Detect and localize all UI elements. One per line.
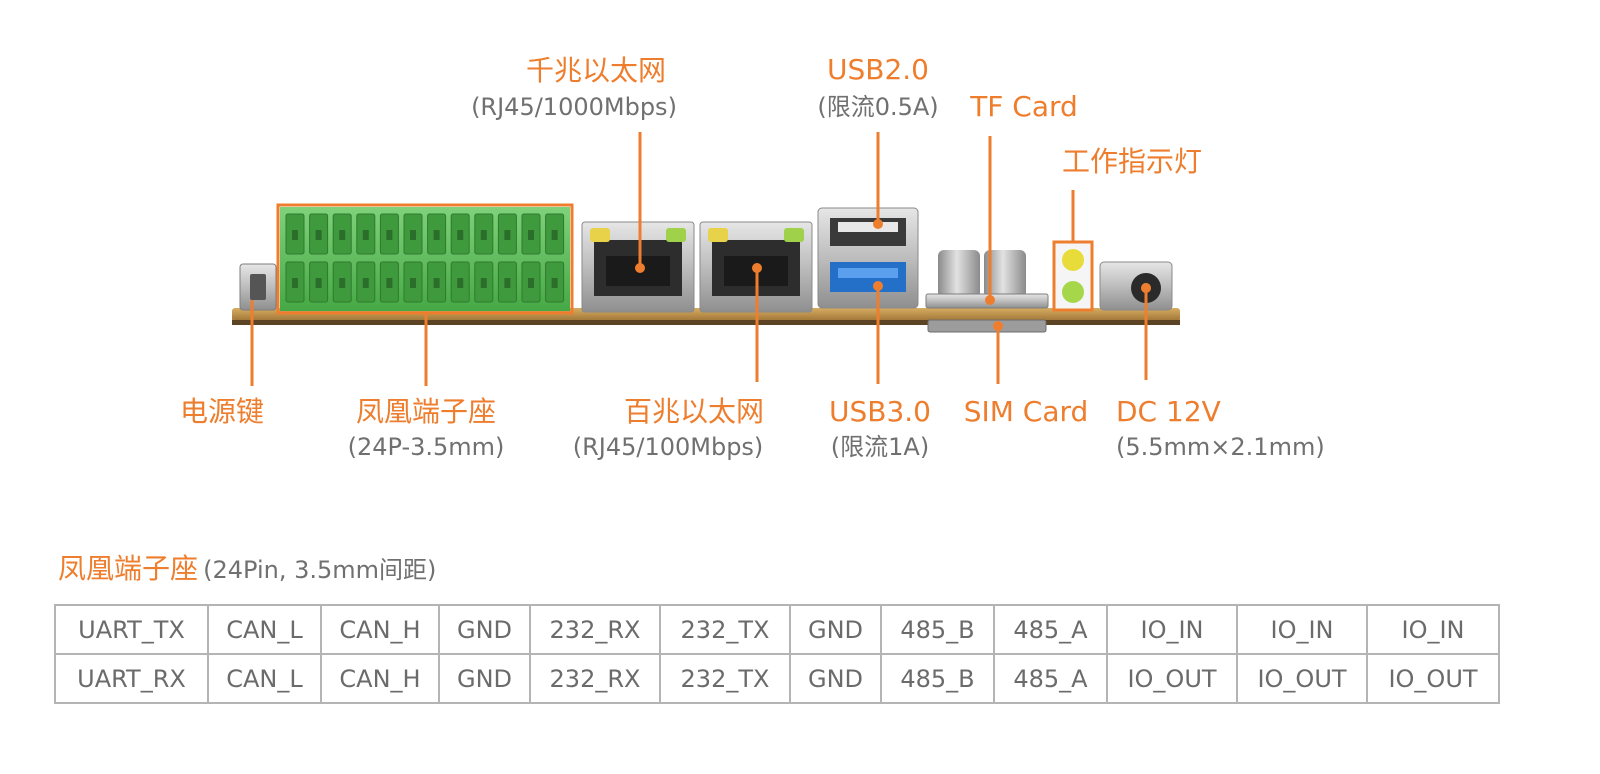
status-led-component xyxy=(1052,240,1094,312)
phoenix-terminal-spec: (24P-3.5mm) xyxy=(347,433,505,461)
pinout-cell: CAN_H xyxy=(320,604,440,655)
phoenix-terminal-component xyxy=(276,203,574,315)
terminal-pin-hole xyxy=(386,278,393,288)
terminal-pin-hole xyxy=(457,230,464,240)
pinout-cell: GND xyxy=(789,604,882,655)
pinout-cell: CAN_L xyxy=(207,653,322,704)
terminal-pin-hole xyxy=(410,278,416,288)
leader-dots xyxy=(635,219,1151,331)
terminal-pin-hole xyxy=(504,230,511,240)
usb3-spec: (限流1A) xyxy=(830,433,930,461)
usb2-title: USB2.0 xyxy=(826,53,930,86)
pinout-cell: 485_B xyxy=(880,604,995,655)
pinout-cell: IO_IN xyxy=(1366,604,1500,655)
terminal-pin-hole xyxy=(480,230,487,240)
sim-card-title: SIM Card xyxy=(963,395,1089,428)
terminal-pin-hole xyxy=(504,278,511,288)
terminal-pin-hole xyxy=(339,230,346,240)
terminal-pin-hole xyxy=(480,278,487,288)
terminal-pin-hole xyxy=(362,278,369,288)
pinout-cell: UART_TX xyxy=(54,604,209,655)
power-button-title: 电源键 xyxy=(179,395,265,428)
pinout-cell: CAN_H xyxy=(320,653,440,704)
terminal-pin-hole xyxy=(315,230,322,240)
capacitors xyxy=(938,250,1026,298)
fast-ethernet-title: 百兆以太网 xyxy=(623,395,765,428)
pinout-cell: 485_A xyxy=(993,604,1108,655)
pinout-cell: IO_OUT xyxy=(1366,653,1500,704)
terminal-pin-hole xyxy=(551,230,558,240)
terminal-pin-hole xyxy=(339,278,346,288)
terminal-pin-hole xyxy=(528,278,534,288)
fast-ethernet-spec: (RJ45/100Mbps) xyxy=(572,433,764,461)
pinout-cell: IO_OUT xyxy=(1106,653,1238,704)
terminal-pin-hole xyxy=(292,230,298,240)
gigabit-ethernet-title: 千兆以太网 xyxy=(525,54,667,87)
terminal-pin-hole xyxy=(433,278,440,288)
terminal-pin-hole xyxy=(362,230,369,240)
pinout-cell: GND xyxy=(438,653,531,704)
dc-power-spec: (5.5mm×2.1mm) xyxy=(1116,433,1325,461)
pinout-cell: CAN_L xyxy=(207,604,322,655)
terminal-pin-hole xyxy=(528,230,534,240)
pinout-cell: IO_IN xyxy=(1236,604,1368,655)
leader-lines xyxy=(250,132,1148,386)
sim-card-slot xyxy=(927,319,1047,333)
terminal-pin-hole xyxy=(551,278,558,288)
terminal-pin-hole xyxy=(457,278,464,288)
terminal-pin-hole xyxy=(433,230,440,240)
tf-card-title: TF Card xyxy=(970,90,1078,123)
gigabit-ethernet-spec: (RJ45/1000Mbps) xyxy=(471,93,677,121)
pinout-cell: 232_TX xyxy=(659,604,791,655)
pinout-cell: 485_B xyxy=(880,653,995,704)
pinout-cell: GND xyxy=(438,604,531,655)
terminal-pin-hole xyxy=(292,278,298,288)
terminal-pin-hole xyxy=(410,230,416,240)
pinout-cell: 232_RX xyxy=(529,604,661,655)
power-button-component xyxy=(239,263,277,311)
dc-jack-component xyxy=(1099,261,1173,311)
usb-stack-component xyxy=(817,207,919,309)
pinout-cell: IO_OUT xyxy=(1236,653,1368,704)
pinout-cell: 232_RX xyxy=(529,653,661,704)
pinout-heading: 凤凰端子座 (24Pin, 3.5mm间距) xyxy=(58,555,436,583)
pinout-cell: 485_A xyxy=(993,653,1108,704)
pinout-title: 凤凰端子座 xyxy=(58,552,199,585)
pinout-cell: 232_TX xyxy=(659,653,791,704)
phoenix-terminal-title: 凤凰端子座 xyxy=(355,395,497,428)
status-led-title: 工作指示灯 xyxy=(1061,145,1203,178)
pinout-subtitle: (24Pin, 3.5mm间距) xyxy=(203,556,437,584)
pinout-cell: GND xyxy=(789,653,882,704)
pcb-edge-shadow xyxy=(232,320,1180,325)
usb2-spec: (限流0.5A) xyxy=(817,93,939,121)
terminal-pin-hole xyxy=(386,230,393,240)
pinout-cell: IO_IN xyxy=(1106,604,1238,655)
pinout-cell: UART_RX xyxy=(54,653,209,704)
usb3-title: USB3.0 xyxy=(828,395,932,428)
board-illustration xyxy=(232,132,1180,386)
terminal-pin-hole xyxy=(315,278,322,288)
dc-power-title: DC 12V xyxy=(1116,395,1221,428)
